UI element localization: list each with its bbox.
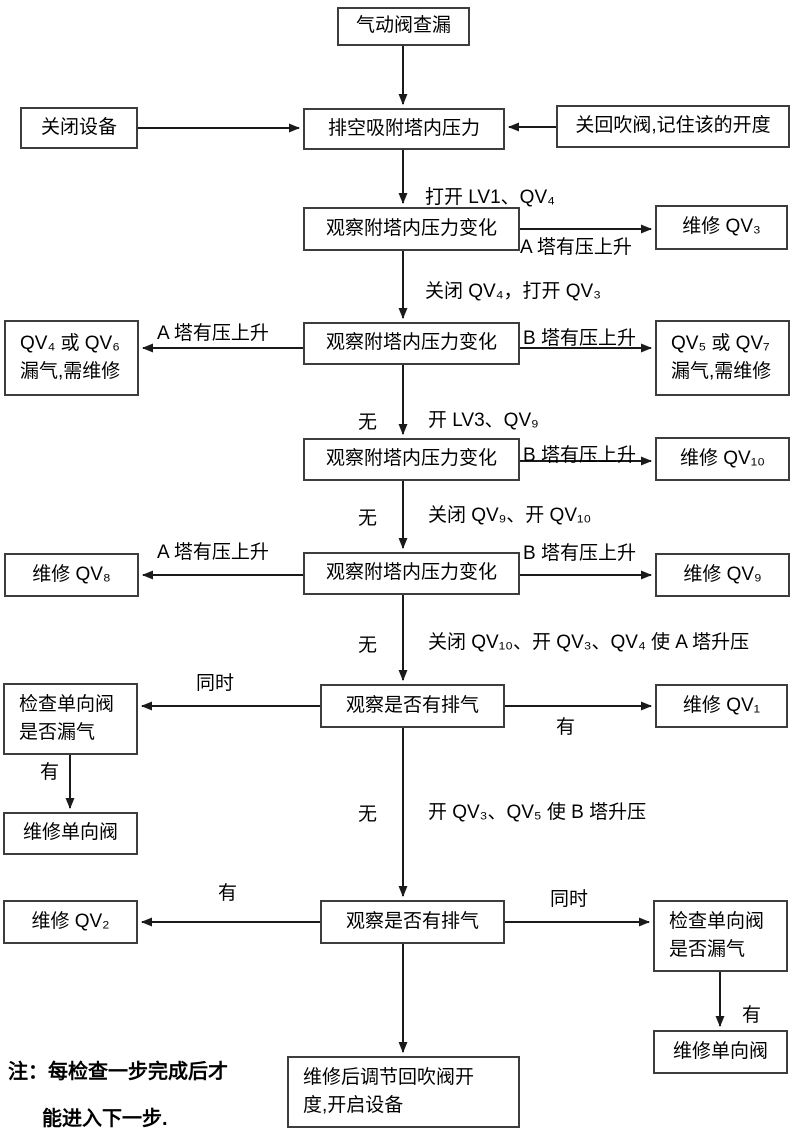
edge-label-simultaneous-1: 同时 [196,673,235,694]
node-check-oneway-valve-right: 检查单向阀 是否漏气 [653,900,788,972]
edge-label-none-2: 无 [358,508,378,529]
edge-label-open-lv1-qv4: 打开 LV1、QV₄ [425,187,555,208]
edge-label-open-qv3-qv5-pressurize-b: 开 QV₃、QV₅ 使 B 塔升压 [428,802,647,823]
node-close-equipment: 关闭设备 [20,107,138,149]
node-observe-pressure-3: 观察附塔内压力变化 [303,438,520,481]
edge-label-close-qv9-open-qv10: 关闭 QV₉、开 QV₁₀ [428,505,592,526]
edge-label-yes-2: 有 [40,762,60,783]
node-qv5-qv7-leak: QV₅ 或 QV₇ 漏气,需维修 [655,320,790,396]
edge-label-tower-a-rise-3: A 塔有压上升 [157,542,269,563]
edge-label-yes-3: 有 [218,883,238,904]
node-qv4-qv6-leak: QV₄ 或 QV₆ 漏气,需维修 [4,320,139,396]
edge-label-tower-b-rise-2: B 塔有压上升 [523,445,636,466]
edge-label-tower-a-rise-1: A 塔有压上升 [520,237,632,258]
edge-label-close-qv10-pressurize-a: 关闭 QV₁₀、开 QV₃、QV₄ 使 A 塔升压 [428,632,750,653]
edge-label-tower-b-rise-3: B 塔有压上升 [523,543,636,564]
node-final-step: 维修后调节回吹阀开 度,开启设备 [287,1056,520,1128]
node-repair-oneway-valve-left: 维修单向阀 [3,812,138,855]
edge-label-none-1: 无 [358,412,378,433]
node-vent-tower-pressure: 排空吸附塔内压力 [303,108,505,150]
edge-label-tower-b-rise-1: B 塔有压上升 [523,328,636,349]
node-observe-exhaust-2: 观察是否有排气 [320,900,505,944]
node-observe-pressure-4: 观察附塔内压力变化 [303,552,520,595]
edge-label-close-qv4-open-qv3: 关闭 QV₄，打开 QV₃ [425,281,601,302]
node-repair-qv8: 维修 QV₈ [4,553,139,597]
node-repair-oneway-valve-right: 维修单向阀 [653,1030,788,1074]
edge-label-none-3: 无 [358,635,378,656]
node-observe-pressure-1: 观察附塔内压力变化 [303,207,520,251]
node-repair-qv2: 维修 QV₂ [3,900,138,944]
node-repair-qv3: 维修 QV₃ [655,205,788,250]
footnote-line2: 能进入下一步. [42,1108,168,1130]
edge-label-yes-1: 有 [556,717,576,738]
node-start: 气动阀查漏 [337,7,470,46]
node-close-backblow-valve: 关回吹阀,记住该的开度 [556,105,790,148]
footnote-line1: 注：每检查一步完成后才 [8,1061,228,1083]
edge-label-none-4: 无 [358,804,378,825]
node-repair-qv9: 维修 QV₉ [655,553,790,597]
node-observe-exhaust-1: 观察是否有排气 [320,684,505,728]
node-observe-pressure-2: 观察附塔内压力变化 [303,322,520,365]
edge-label-tower-a-rise-2: A 塔有压上升 [157,323,269,344]
node-repair-qv1: 维修 QV₁ [655,684,788,728]
edge-label-open-lv3-qv9: 开 LV3、QV₉ [428,410,539,431]
node-repair-qv10: 维修 QV₁₀ [655,437,790,481]
edge-label-yes-4: 有 [742,1005,762,1026]
edge-label-simultaneous-2: 同时 [550,889,589,910]
node-check-oneway-valve-left: 检查单向阀 是否漏气 [3,683,138,755]
